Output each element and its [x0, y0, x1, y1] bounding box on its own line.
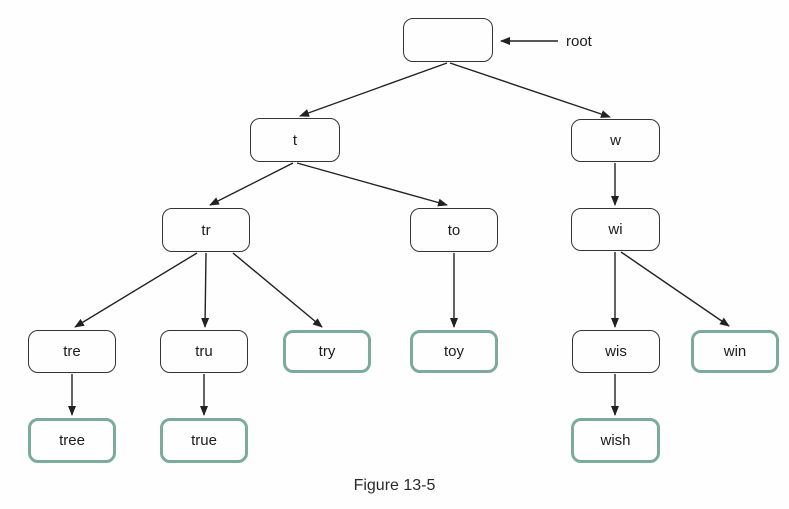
- node-true: true: [160, 418, 248, 463]
- node-label: toy: [443, 343, 464, 360]
- edge-wi-win: [620, 251, 730, 327]
- root-annotation-label: root: [566, 33, 592, 50]
- figure-caption: Figure 13-5: [353, 477, 436, 494]
- node-win: win: [691, 330, 779, 373]
- edge-tr-try: [232, 252, 323, 328]
- node-label: wish: [600, 432, 631, 449]
- node-label: try: [318, 343, 336, 360]
- node-tr: tr: [162, 208, 250, 252]
- node-label: tre: [63, 343, 81, 360]
- node-tre: tre: [28, 330, 116, 373]
- node-label: true: [191, 432, 217, 449]
- node-label: to: [447, 221, 461, 239]
- node-tru: tru: [160, 330, 248, 373]
- node-wi: wi: [571, 208, 660, 251]
- node-label: w: [610, 132, 621, 149]
- node-wis: wis: [572, 330, 660, 373]
- node-w: w: [571, 119, 660, 162]
- edge-tr-tru: [201, 252, 210, 328]
- node-label: win: [723, 343, 747, 360]
- node-label: tr: [201, 221, 211, 239]
- edge-root-w: [449, 62, 611, 118]
- node-wish: wish: [571, 418, 660, 463]
- node-label: t: [292, 131, 298, 149]
- edge-root-t: [299, 62, 448, 117]
- node-root: [403, 18, 493, 62]
- node-toy: toy: [410, 330, 498, 373]
- node-to: to: [410, 208, 498, 252]
- node-label: tru: [195, 343, 213, 360]
- node-label: tree: [59, 432, 85, 449]
- node-t: t: [250, 118, 340, 162]
- edge-t-to: [296, 162, 448, 207]
- node-label: wi: [608, 221, 623, 238]
- node-label: wis: [605, 343, 627, 360]
- node-try: try: [283, 330, 371, 373]
- edge-tr-tre: [74, 252, 198, 328]
- edge-t-tr: [209, 162, 294, 206]
- node-tree: tree: [28, 418, 116, 463]
